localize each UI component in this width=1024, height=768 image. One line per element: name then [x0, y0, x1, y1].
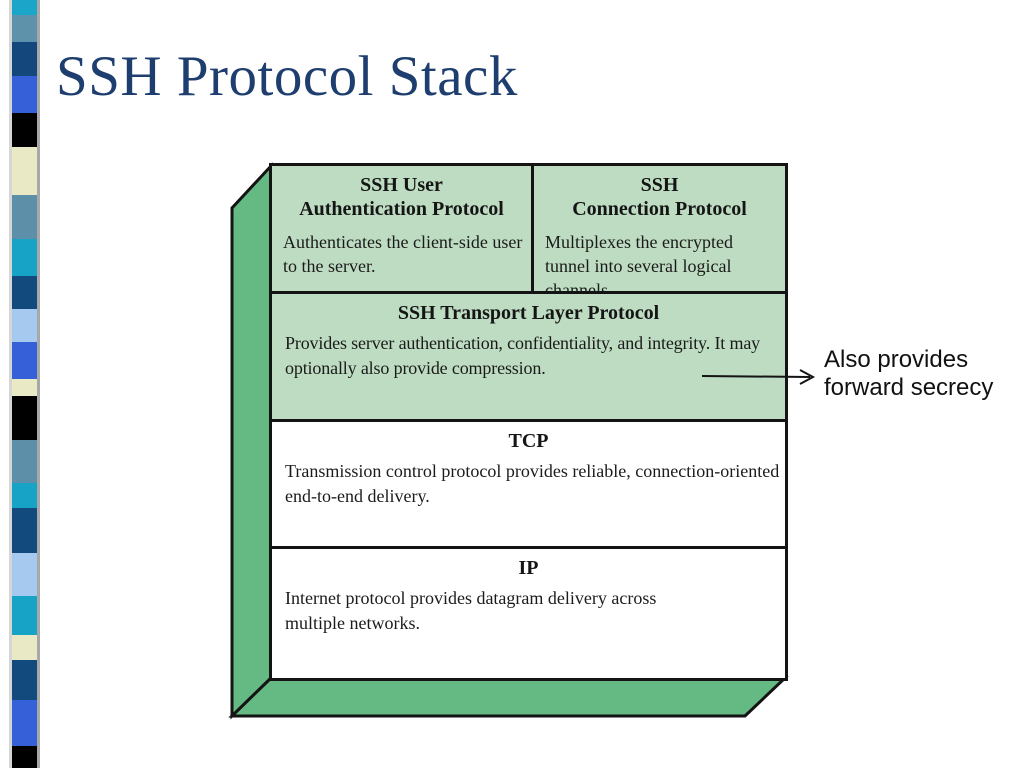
- top-layer-row: SSH User Authentication Protocol Authent…: [272, 166, 785, 300]
- forward-secrecy-annotation: Also provides forward secrecy: [824, 346, 994, 401]
- strip-segment: [12, 483, 37, 508]
- strip-segment: [12, 508, 37, 553]
- ip-title: IP: [518, 557, 539, 579]
- strip-segment: [12, 0, 37, 15]
- ip-description: Internet protocol provides datagram deli…: [285, 588, 657, 633]
- strip-segment: [12, 553, 37, 596]
- strip-segment: [12, 76, 37, 113]
- strip-segment: [12, 309, 37, 342]
- strip-segment: [12, 276, 37, 309]
- user-auth-protocol-title: SSH User Authentication Protocol: [299, 174, 504, 221]
- transport-layer-description: Provides server authentication, confiden…: [285, 333, 761, 378]
- strip-segment: [12, 396, 37, 440]
- strip-segment: [12, 746, 37, 768]
- user-auth-protocol-description: Authenticates the client-side user to th…: [283, 231, 523, 277]
- strip-segment: [12, 113, 37, 147]
- strip-segment: [12, 379, 37, 396]
- tcp-layer-row: TCP Transmission control protocol provid…: [272, 419, 785, 546]
- transport-layer-title: SSH Transport Layer Protocol: [397, 302, 660, 324]
- user-auth-protocol-cell: SSH User Authentication Protocol Authent…: [272, 166, 534, 291]
- strip-segment: [12, 700, 37, 746]
- strip-segment: [12, 42, 37, 76]
- strip-segment: [12, 342, 37, 379]
- strip-segment: [12, 147, 37, 195]
- connection-protocol-cell: SSH Connection Protocol Multiplexes the …: [534, 166, 785, 300]
- tcp-title: TCP: [508, 430, 549, 452]
- connection-protocol-description: Multiplexes the encrypted tunnel into se…: [545, 231, 733, 301]
- connection-protocol-title: SSH Connection Protocol: [572, 174, 747, 221]
- stack-left-side: [230, 162, 273, 720]
- strip-segment: [12, 195, 37, 239]
- ssh-protocol-stack-diagram: SSH User Authentication Protocol Authent…: [269, 163, 788, 681]
- strip-segment: [12, 15, 37, 42]
- page-title: SSH Protocol Stack: [56, 45, 518, 108]
- strip-segment: [12, 660, 37, 700]
- strip-segment: [12, 239, 37, 276]
- transport-layer-row: SSH Transport Layer Protocol Provides se…: [272, 291, 785, 419]
- strip-segment: [12, 635, 37, 660]
- stack-bottom-side: [228, 676, 789, 718]
- strip-segment: [12, 596, 37, 635]
- ip-layer-row: IP Internet protocol provides datagram d…: [272, 546, 785, 678]
- strip-segment: [12, 440, 37, 483]
- decorative-film-strip: [9, 0, 40, 768]
- tcp-description: Transmission control protocol provides r…: [285, 461, 780, 506]
